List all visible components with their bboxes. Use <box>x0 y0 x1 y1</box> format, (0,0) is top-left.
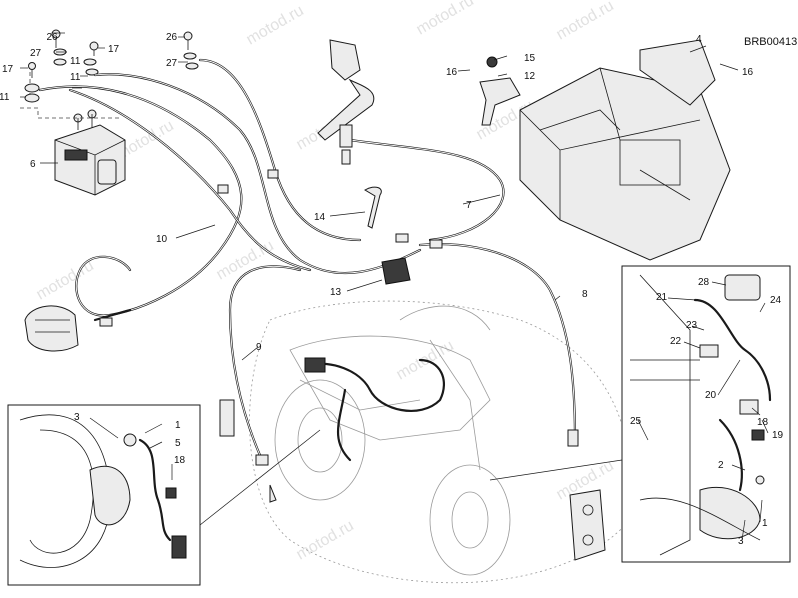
callout-label: 10 <box>156 234 168 245</box>
callout-label: 17 <box>2 64 14 75</box>
callout-label: 16 <box>446 67 458 78</box>
callout-label: 28 <box>698 277 710 288</box>
callout-label: 12 <box>524 71 536 82</box>
callout-label: 26 <box>166 32 178 43</box>
front-wheel-sensor-inset <box>621 265 791 563</box>
rear-wheel-sensor-inset <box>7 404 201 586</box>
callout-label: 22 <box>670 336 682 347</box>
callout-label: 19 <box>772 430 784 441</box>
motorcycle-outline <box>249 300 632 584</box>
callout-label: 7 <box>466 200 472 211</box>
callout-label: 18 <box>174 455 186 466</box>
abs-modulator-unit <box>54 109 126 196</box>
watermark: motod.ru <box>554 0 617 43</box>
rear-caliper <box>24 305 79 352</box>
callout-label: 3 <box>74 412 80 423</box>
brake-hoses <box>38 58 579 466</box>
callout-label: 6 <box>30 159 36 170</box>
inset-pointer <box>489 459 623 481</box>
callout-label: 14 <box>314 212 326 223</box>
callout-label: 26 <box>46 32 58 43</box>
callout-label: 16 <box>742 67 754 78</box>
leader-lines <box>20 32 769 541</box>
callout-label: 18 <box>757 417 769 428</box>
callout-label: 21 <box>656 292 668 303</box>
callout-label: 11 <box>70 56 81 67</box>
battery-tray <box>519 67 731 261</box>
callout-label: 17 <box>108 44 120 55</box>
callout-label: 15 <box>524 53 536 64</box>
cover-part <box>639 39 716 106</box>
callout-labels: 26 27 17 17 11 11 11 6 26 27 10 7 8 9 14… <box>0 32 784 547</box>
dashed-link <box>20 107 120 119</box>
watermark: motod.ru <box>244 2 307 48</box>
watermark: motod.ru <box>34 257 97 303</box>
callout-label: 3 <box>738 536 744 547</box>
inset-pointer <box>199 429 321 526</box>
callout-label: 11 <box>0 92 10 103</box>
callout-label: 27 <box>30 48 42 59</box>
callout-label: 5 <box>175 438 181 449</box>
bolts-washers-group <box>24 29 199 103</box>
clip-part <box>364 186 382 229</box>
callout-label: 23 <box>686 320 698 331</box>
front-caliper <box>569 489 606 561</box>
callout-label: 2 <box>718 460 724 471</box>
callout-label: 25 <box>630 416 642 427</box>
watermark: motod.ru <box>294 517 357 563</box>
watermark: motod.ru <box>414 0 477 38</box>
callout-label: 13 <box>330 287 342 298</box>
callout-label: 24 <box>770 295 782 306</box>
callout-label: 1 <box>762 518 768 529</box>
master-cylinder <box>317 39 375 165</box>
wiring-harness <box>219 357 445 503</box>
callout-label: 20 <box>705 390 717 401</box>
callout-label: 9 <box>256 342 262 353</box>
diagram-code: BRB00413 <box>744 36 797 48</box>
callout-label: 11 <box>70 72 81 83</box>
grommet-part <box>381 257 411 285</box>
callout-label: 1 <box>175 420 181 431</box>
callout-label: 8 <box>582 289 588 300</box>
callout-label: 27 <box>166 58 178 69</box>
callout-label: 4 <box>696 34 702 45</box>
